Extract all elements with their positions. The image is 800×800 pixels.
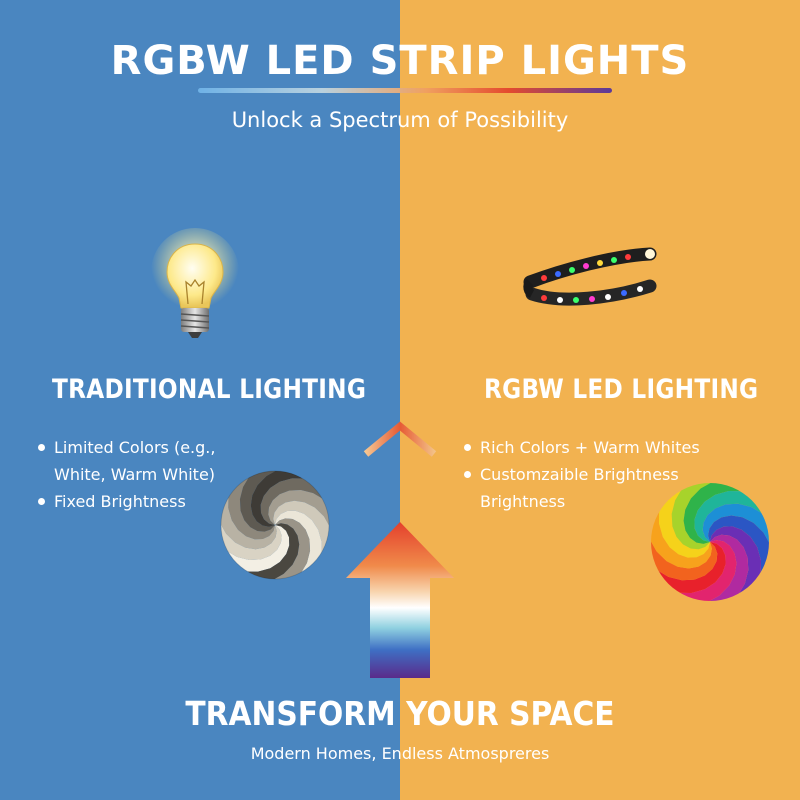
grayscale-swirl-wedge bbox=[239, 471, 294, 532]
transform-heading: TRANSFORM YOUR SPACE bbox=[185, 694, 615, 733]
title-gradient-underline bbox=[198, 88, 612, 93]
traditional-features-list: Limited Colors (e.g., White, Warm White)… bbox=[36, 434, 246, 515]
rainbow-swirl-wedge bbox=[651, 491, 712, 569]
rainbow-swirl-wedge bbox=[702, 503, 769, 563]
rgbw-panel-background bbox=[400, 0, 800, 800]
grayscale-swirl-icon bbox=[220, 470, 330, 580]
light-bulb-icon bbox=[151, 228, 239, 338]
transform-arrow-icon bbox=[346, 522, 454, 678]
grayscale-swirl-wedge bbox=[221, 479, 277, 550]
rainbow-swirl-icon bbox=[651, 483, 769, 601]
chevron-up-icon bbox=[363, 421, 437, 457]
page-title: RGBW LED STRIP LIGHTS bbox=[110, 38, 690, 84]
grayscale-swirl-wedge bbox=[268, 489, 329, 544]
traditional-feature-colors: Limited Colors (e.g., White, Warm White) bbox=[36, 434, 246, 488]
transform-subtitle: Modern Homes, Endless Atmospreres bbox=[250, 744, 550, 763]
grayscale-swirl-wedge bbox=[256, 518, 311, 579]
grayscale-swirl-wedge bbox=[273, 500, 329, 571]
grayscale-swirl-wedge bbox=[221, 506, 282, 561]
rgbw-lighting-heading: RGBW LED LIGHTING bbox=[484, 374, 759, 405]
rgbw-feature-brightness: Customzaible Brightness Brightness bbox=[462, 461, 722, 515]
traditional-feature-brightness: Fixed Brightness bbox=[36, 488, 246, 515]
rainbow-swirl-wedge bbox=[683, 483, 761, 544]
rgbw-feature-colors: Rich Colors + Warm Whites bbox=[462, 434, 722, 461]
traditional-lighting-heading: TRADITIONAL LIGHTING bbox=[52, 374, 367, 405]
grayscale-swirl-wedge bbox=[250, 471, 321, 527]
traditional-panel-background bbox=[0, 0, 400, 800]
rainbow-swirl-wedge bbox=[708, 515, 769, 593]
rainbow-swirl-wedge bbox=[671, 483, 731, 550]
led-strip-icon bbox=[523, 247, 657, 306]
rgbw-features-list: Rich Colors + Warm Whites Customzaible B… bbox=[462, 434, 722, 515]
rainbow-swirl-wedge bbox=[689, 534, 749, 601]
rainbow-swirl-wedge bbox=[659, 540, 737, 601]
rainbow-swirl-wedge bbox=[651, 521, 718, 581]
grayscale-swirl-wedge bbox=[229, 523, 300, 579]
page-subtitle: Unlock a Spectrum of Possibility bbox=[231, 108, 569, 132]
